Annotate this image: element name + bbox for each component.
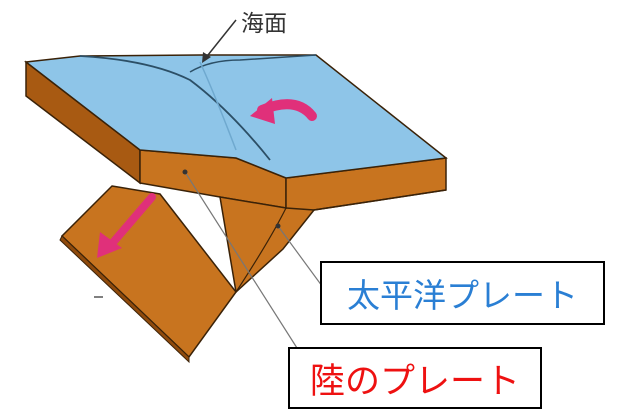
pacific-plate-label: 太平洋プレート [347,276,578,315]
sea-surface-leader [203,19,237,61]
subducting-slab-bottom [59,235,190,364]
land-plate-label: 陸のプレート [309,361,520,402]
trench-line [79,55,271,161]
pacific-plate-front [219,157,447,294]
pacific-plate-leader [277,225,323,287]
curved-arrow-head [250,98,275,124]
straight-arrow-head [97,232,122,258]
land-plate-dot [182,169,188,175]
plate-edge-line [285,189,447,211]
ocean-ridge-line [189,54,317,73]
pacific-plate-label-box: 太平洋プレート [320,261,605,325]
pacific-plate-dot [275,223,281,229]
sea-surface-leader-head [202,52,211,63]
water-edge-highlight [199,61,237,151]
slab-bend-line [235,207,287,293]
sea-water-surface [24,54,448,179]
land-plate-leader [184,171,298,349]
sea-surface-label: 海面 [241,11,287,37]
land-plate-label-box: 陸のプレート [288,347,542,409]
subducting-slab-front [60,185,237,359]
straight-arrow-icon [106,193,156,250]
